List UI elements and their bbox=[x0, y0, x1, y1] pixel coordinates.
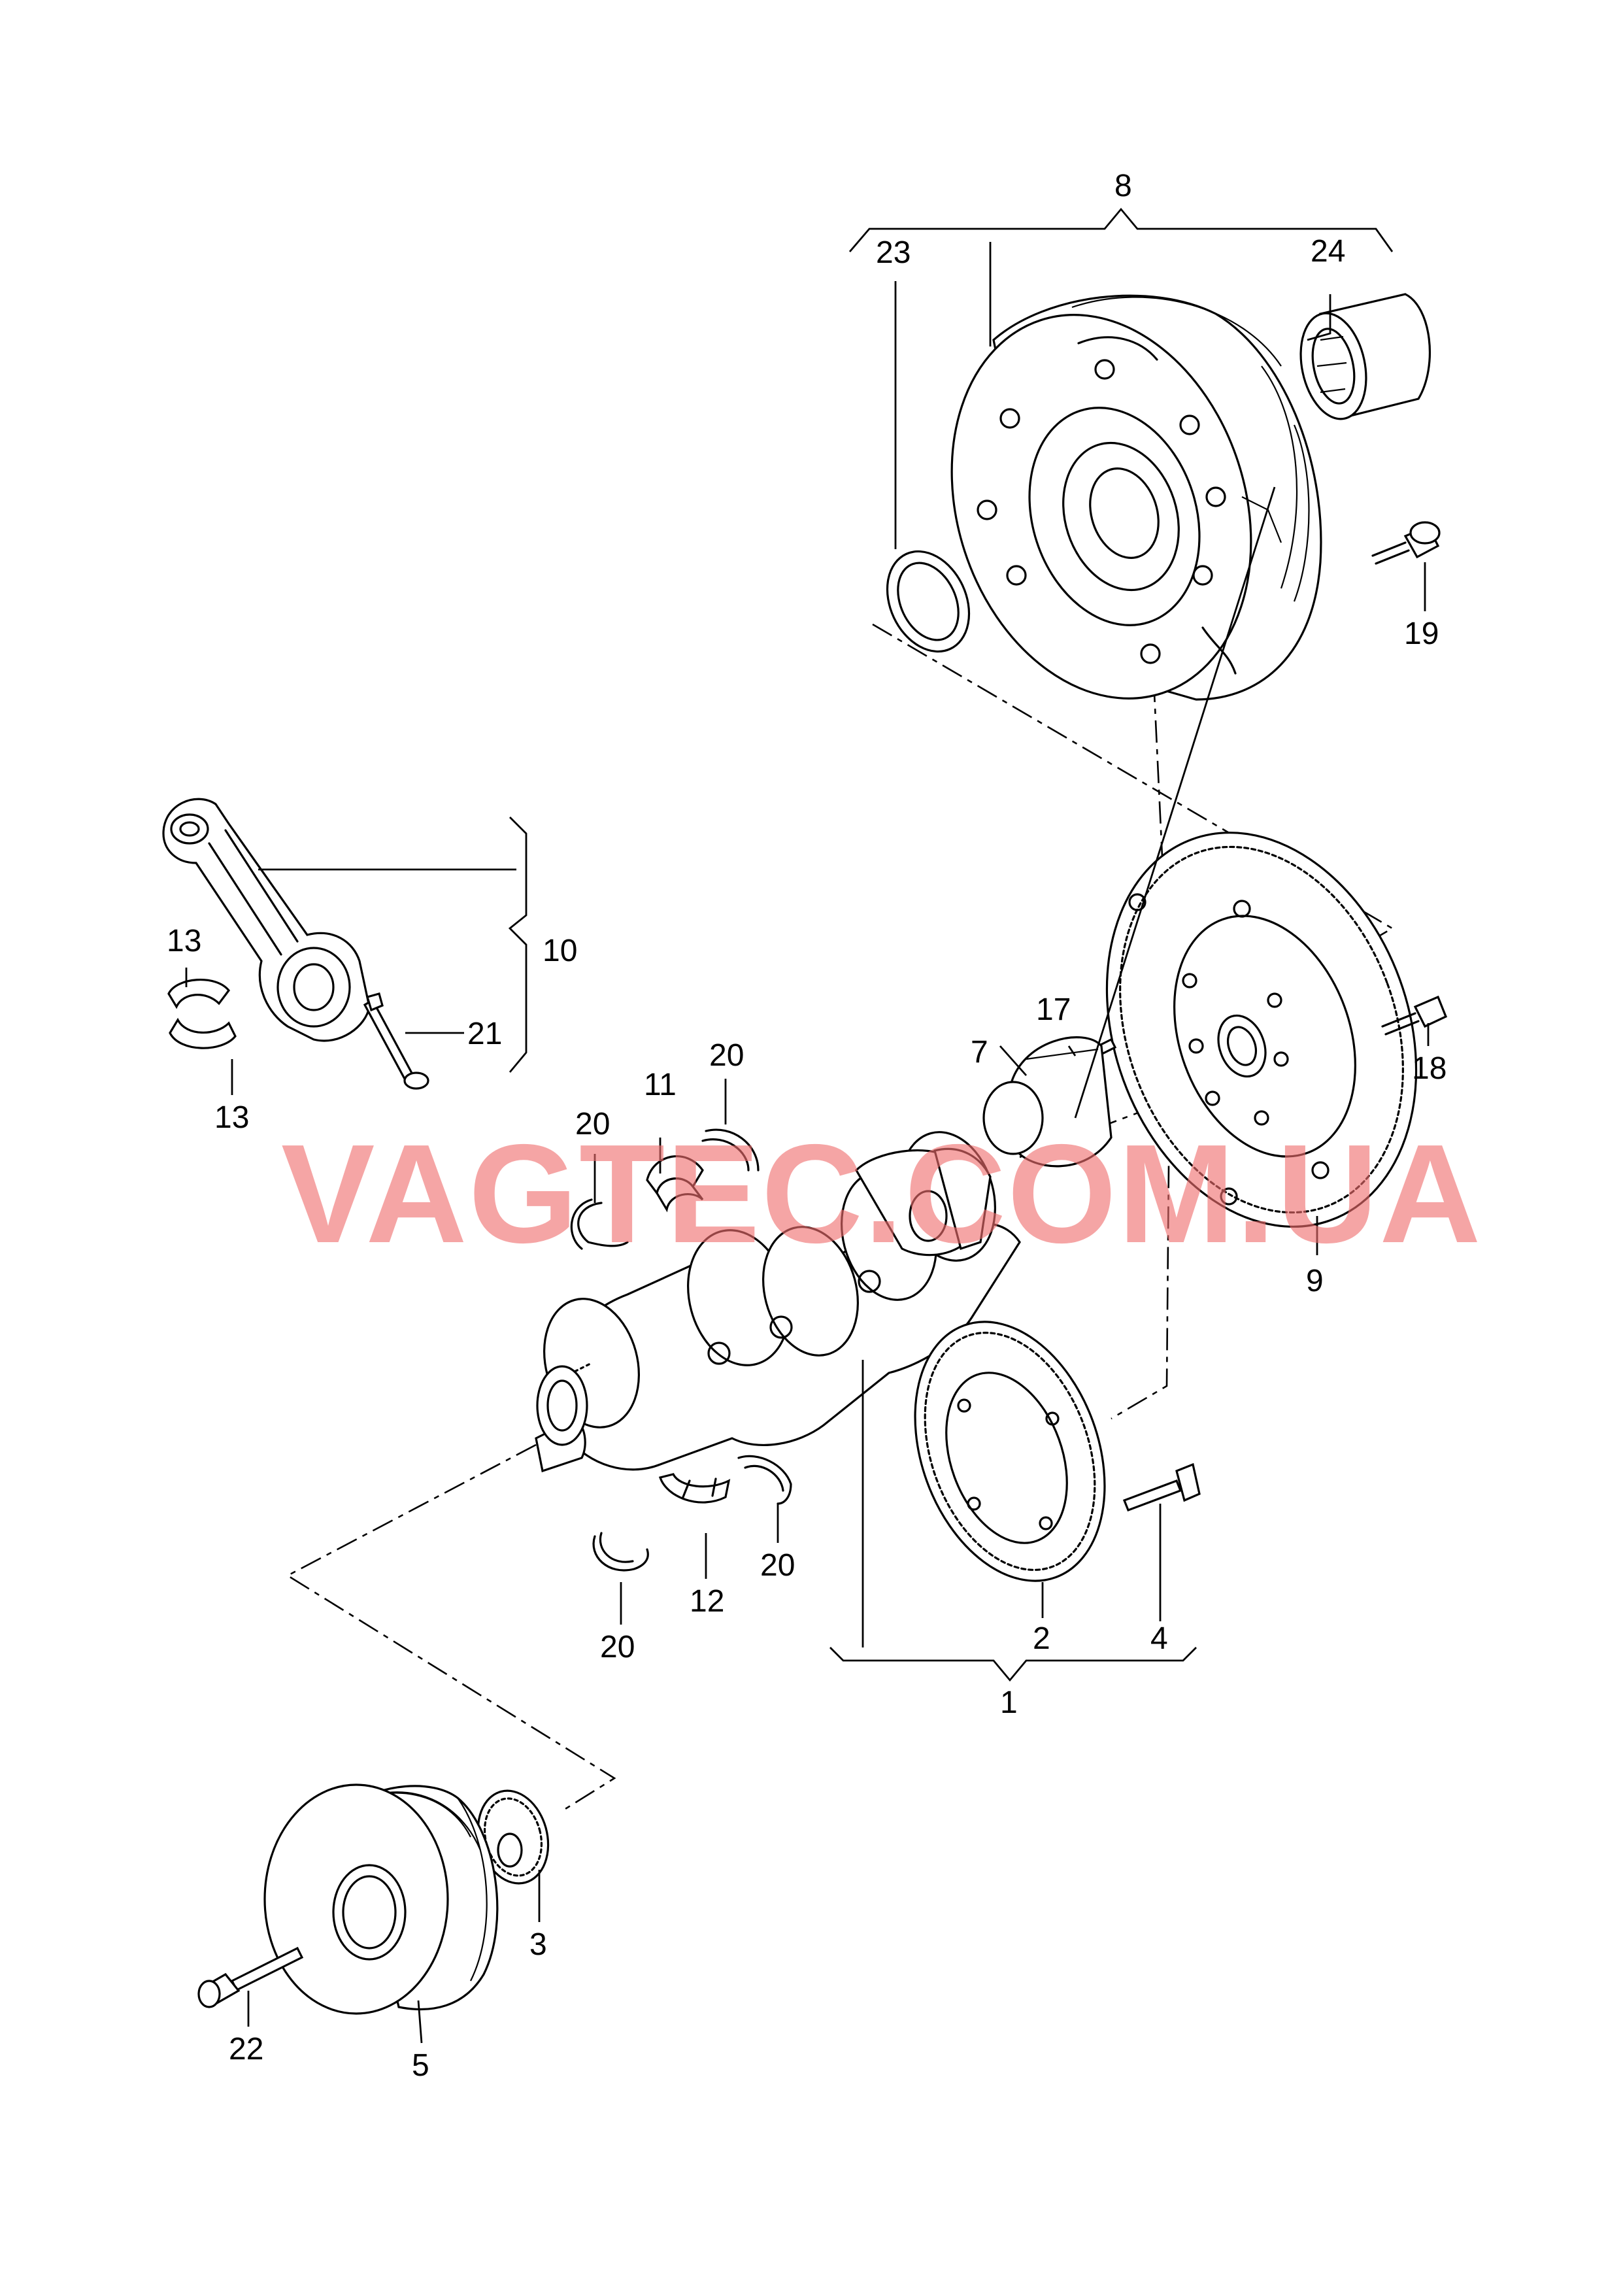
callout-17: 17 bbox=[1036, 992, 1071, 1027]
callout-21: 21 bbox=[467, 1017, 502, 1051]
callout-20-left: 20 bbox=[575, 1107, 610, 1141]
crankshaft[interactable] bbox=[531, 1121, 1021, 1473]
callout-20-bottom: 20 bbox=[600, 1630, 635, 1664]
leader-lines bbox=[185, 207, 1430, 2044]
callout-8: 8 bbox=[1114, 169, 1132, 203]
callout-20-top: 20 bbox=[709, 1038, 744, 1073]
thrust-washer-lower-left[interactable] bbox=[592, 1532, 649, 1572]
pilot-bush[interactable] bbox=[982, 1036, 1113, 1168]
callout-19: 19 bbox=[1404, 616, 1439, 651]
callout-13-upper: 13 bbox=[167, 924, 201, 958]
needle-bearing[interactable] bbox=[1292, 293, 1431, 425]
callout-20-right: 20 bbox=[760, 1548, 795, 1583]
callout-5: 5 bbox=[412, 2048, 429, 2083]
callout-12: 12 bbox=[690, 1584, 724, 1619]
conrod-bearing-shell-upper[interactable] bbox=[167, 978, 231, 1009]
thrust-washer-upper-left[interactable] bbox=[570, 1198, 629, 1250]
callout-23: 23 bbox=[876, 235, 911, 270]
thrust-washer-lower-right[interactable] bbox=[737, 1455, 792, 1505]
flywheel[interactable] bbox=[1054, 789, 1469, 1271]
dual-mass-flywheel[interactable] bbox=[904, 276, 1322, 738]
drive-plate-bolt[interactable] bbox=[1122, 1462, 1201, 1512]
callout-1: 1 bbox=[1000, 1685, 1018, 1720]
callout-22: 22 bbox=[229, 2032, 263, 2067]
seal-ring[interactable] bbox=[872, 538, 985, 665]
callout-4: 4 bbox=[1150, 1621, 1168, 1656]
flywheel-bolt-18[interactable] bbox=[1381, 995, 1448, 1036]
flywheel-bolt[interactable] bbox=[1371, 521, 1441, 565]
callout-3: 3 bbox=[529, 1927, 547, 1962]
watermark: VAGTEC.COM.UA bbox=[281, 1115, 1482, 1272]
callout-10: 10 bbox=[543, 934, 577, 968]
conrod-bolt[interactable] bbox=[363, 992, 429, 1090]
callout-18: 18 bbox=[1412, 1051, 1447, 1086]
pulley-bolt[interactable] bbox=[197, 1946, 304, 2008]
connecting-rod[interactable] bbox=[162, 798, 371, 1042]
callout-11: 11 bbox=[644, 1068, 677, 1102]
callout-9: 9 bbox=[1306, 1264, 1324, 1298]
callout-24: 24 bbox=[1311, 234, 1345, 269]
bearing-shell-lower[interactable] bbox=[658, 1473, 731, 1504]
callout-2: 2 bbox=[1033, 1621, 1050, 1656]
vibration-damper-pulley[interactable] bbox=[263, 1783, 499, 2015]
callout-13-lower: 13 bbox=[214, 1100, 249, 1135]
callout-labels: 8 23 24 19 13 10 21 13 17 7 18 20 11 20 … bbox=[167, 169, 1447, 2083]
callout-7: 7 bbox=[971, 1035, 988, 1070]
thrust-washer-upper-right[interactable] bbox=[701, 1128, 760, 1172]
conrod-bearing-shell-lower[interactable] bbox=[169, 1017, 237, 1049]
drive-plate[interactable] bbox=[881, 1295, 1139, 1608]
